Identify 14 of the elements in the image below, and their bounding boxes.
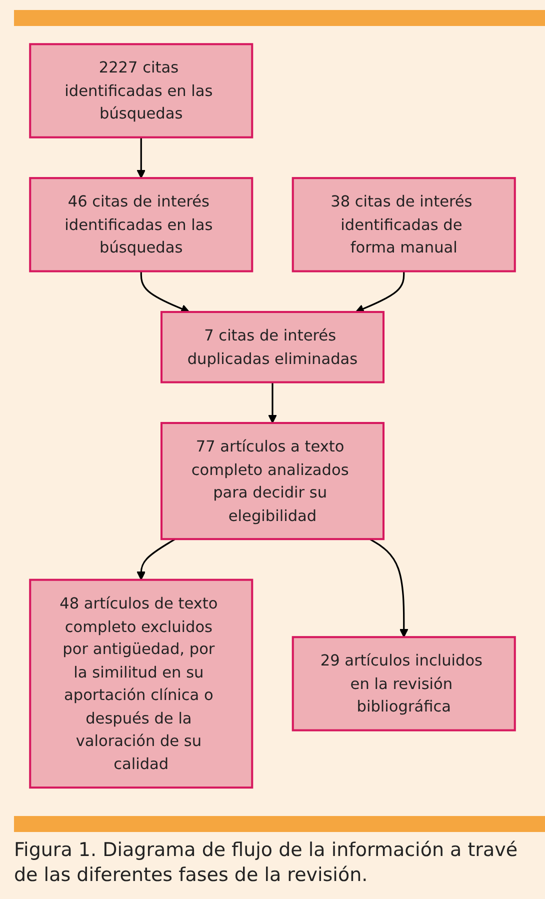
arrow: [355, 271, 405, 313]
figure-caption: Figura 1. Diagrama de flujo de la información a travé de las diferentes fases de la revisión.: [13, 838, 519, 888]
node-box: 2227 citas identificadas en las búsquedas: [29, 43, 254, 138]
node-box: 29 artículos incluidos en la revisión bibliográfica: [292, 636, 516, 732]
arrow: [136, 137, 146, 178]
node-box: 48 artículos de texto completo excluidos por antigüedad, por la similitud en su aportación clínica o después de la valoración de su calidad: [29, 578, 254, 789]
node-box: 38 citas de interés identificadas de forma manual: [292, 177, 516, 272]
node-box: 46 citas de interés identificadas en las búsquedas: [29, 177, 254, 272]
arrow: [268, 382, 277, 424]
arrow: [136, 538, 176, 580]
arrow: [140, 271, 190, 313]
node-box: 7 citas de interés duplicadas eliminadas: [160, 310, 385, 384]
arrow: [369, 538, 408, 638]
node-box: 77 artículos a texto completo analizados para decidir su elegibilidad: [160, 422, 385, 540]
